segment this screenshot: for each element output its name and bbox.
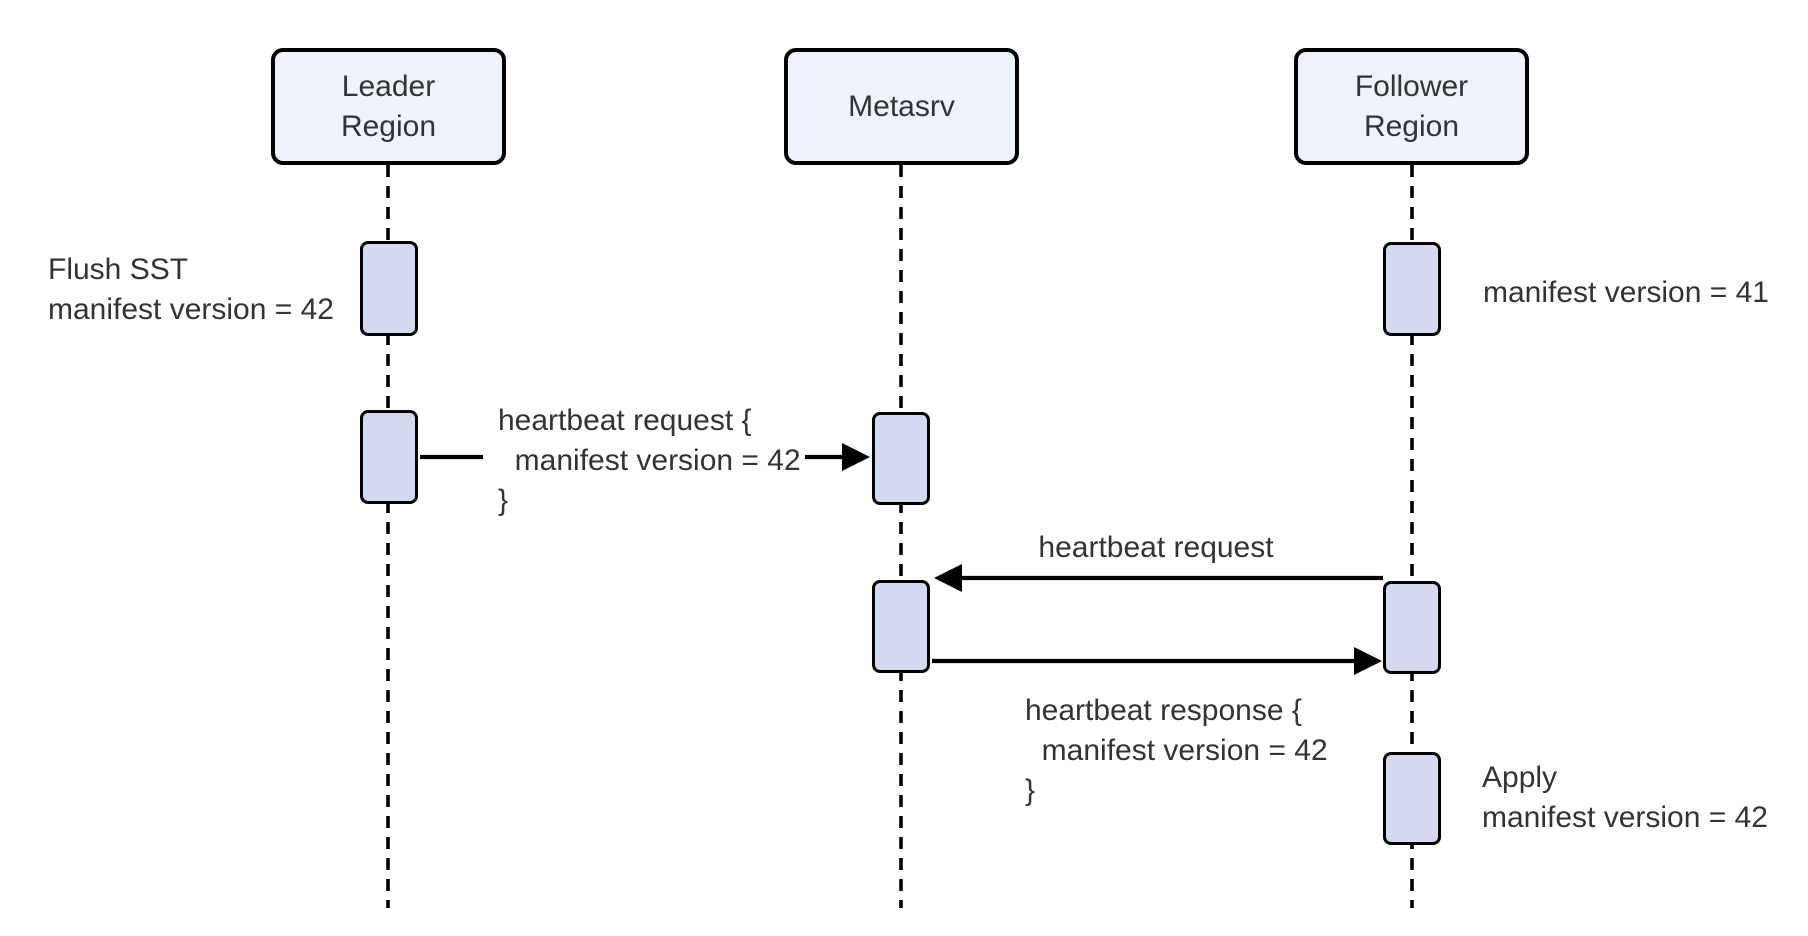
activation-leader-heartbeat <box>360 410 418 504</box>
message-heartbeat-request: heartbeat request <box>1038 531 1274 564</box>
note-manifest-version-41: manifest version = 41 <box>1483 276 1769 309</box>
message-heartbeat-response-full: heartbeat response { manifest version = … <box>1025 694 1328 807</box>
activation-follower-mv41 <box>1383 242 1441 336</box>
note-apply-manifest-version-42: Apply manifest version = 42 <box>1482 761 1768 834</box>
activation-metasrv-leader-heartbeat <box>872 412 930 505</box>
request-arrowhead-icon <box>842 443 870 471</box>
note-flush-sst: Flush SST manifest version = 42 <box>48 253 334 326</box>
follower-request-arrowhead-icon <box>934 564 962 592</box>
actor-leader-region: Leader Region <box>271 48 506 165</box>
response-arrowhead-icon <box>1354 647 1382 675</box>
actor-follower-region: Follower Region <box>1294 48 1529 165</box>
activation-follower-heartbeat <box>1383 581 1441 674</box>
activation-metasrv-follower-heartbeat <box>872 580 930 673</box>
activation-follower-apply <box>1383 752 1441 845</box>
activation-leader-flush <box>360 241 418 336</box>
message-heartbeat-request-full: heartbeat request { manifest version = 4… <box>498 401 801 521</box>
actor-metasrv: Metasrv <box>784 48 1019 165</box>
